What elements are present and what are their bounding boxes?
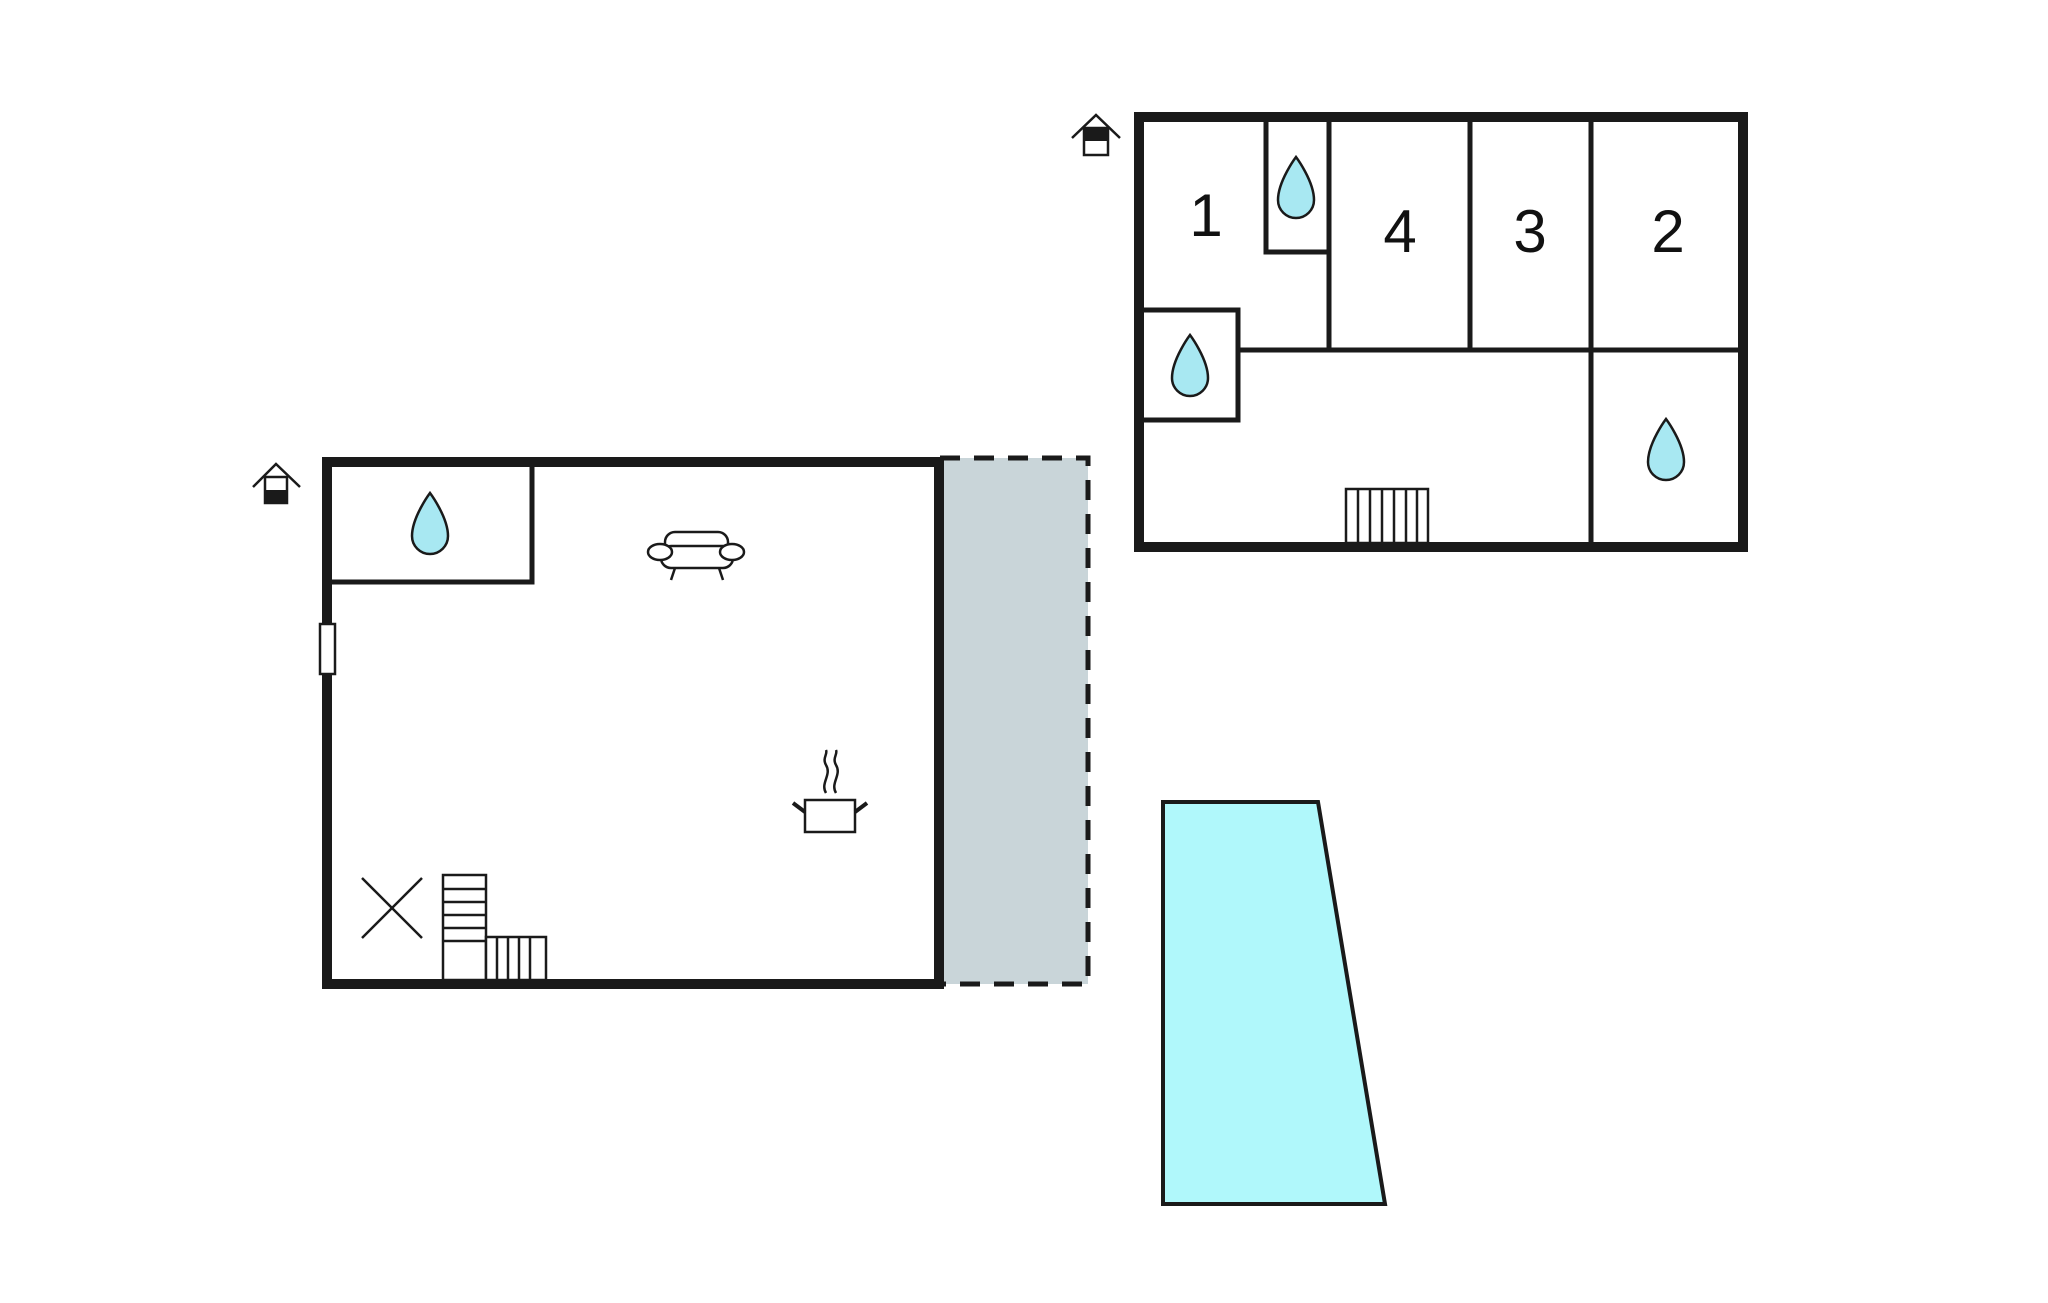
bathroom-icon [1646, 416, 1686, 482]
swimming-pool [1161, 800, 1388, 1206]
upper-floor: 1 4 3 2 [1071, 112, 1748, 552]
terrace-area [937, 455, 1091, 987]
ground-floor [252, 455, 1091, 989]
bathroom-icon [410, 490, 450, 556]
room-label-1: 1 [1189, 182, 1222, 249]
ground-floor-walls [322, 457, 944, 989]
house-floor-icon [252, 462, 301, 505]
room-label-2: 2 [1651, 198, 1684, 265]
stairs-icon [1344, 487, 1430, 545]
window-icon [318, 622, 337, 676]
house-floor-icon [1071, 113, 1121, 157]
upper-interior-walls [1144, 122, 1738, 542]
sofa-icon [646, 530, 746, 581]
stairs-icon [441, 873, 548, 982]
exit-cross-icon [361, 877, 423, 939]
room-label-4: 4 [1383, 198, 1416, 265]
upper-floor-walls [1134, 112, 1748, 552]
bathroom-icon [1276, 154, 1316, 220]
ground-bathroom-wall [332, 467, 535, 585]
kitchen-pot-icon [791, 749, 869, 834]
room-label-3: 3 [1513, 198, 1546, 265]
bathroom-icon [1170, 332, 1210, 398]
